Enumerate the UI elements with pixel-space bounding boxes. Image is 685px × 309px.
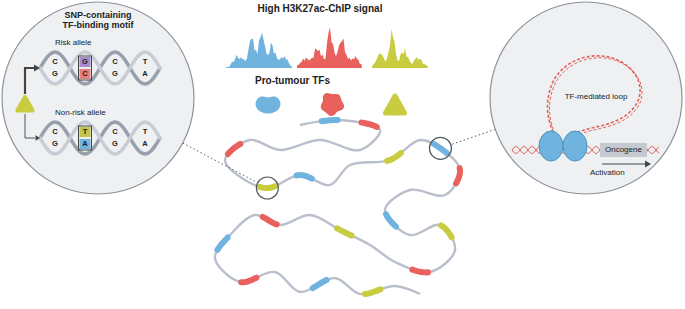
tf-shape <box>321 93 344 116</box>
binding-arrow <box>25 68 34 94</box>
base-letter: C <box>52 127 57 137</box>
chromatin-segment <box>434 144 447 153</box>
base-letter: G <box>52 139 58 149</box>
chromatin-segment <box>361 123 376 127</box>
chromatin-segment <box>441 225 452 237</box>
chromatin-segment <box>297 175 312 179</box>
tf-shape <box>563 131 587 161</box>
node-label: Activation <box>590 168 625 177</box>
chromatin-segment <box>322 120 338 121</box>
chromatin-segment <box>456 168 460 183</box>
chromatin-segment <box>337 228 351 235</box>
zoom-marker <box>256 177 278 199</box>
circle-shape <box>2 2 194 194</box>
box-shape <box>600 143 647 157</box>
base-letter: G <box>82 57 88 67</box>
base-letter: C <box>112 127 117 137</box>
tf-shape <box>17 97 32 111</box>
node-label: Risk allele <box>55 38 91 47</box>
chromatin-segment <box>386 214 396 226</box>
binding-arrow <box>25 114 35 138</box>
chromatin-segment <box>217 238 227 250</box>
base-square <box>80 139 91 149</box>
gene-box: Oncogene <box>600 143 647 157</box>
chip-signal-peak <box>372 29 428 68</box>
base-letter: A <box>142 69 147 79</box>
chromatin-segment <box>228 144 240 154</box>
base-letter: C <box>52 57 57 67</box>
chromatin-segment <box>313 280 327 288</box>
zoom-leader <box>452 129 495 144</box>
tf-shape <box>386 96 405 113</box>
circle-illustration <box>17 52 160 154</box>
snp-box <box>79 56 92 80</box>
base-letter: C <box>82 69 87 79</box>
zoom-circle: SNP-containing TF-binding motifRisk alle… <box>1 1 195 195</box>
zoom-leader <box>183 143 257 182</box>
tf-shape <box>539 131 563 161</box>
dna-loop <box>547 56 640 132</box>
zoom-marker <box>429 137 451 159</box>
dna-strand <box>40 52 160 84</box>
dna-strand <box>40 52 160 84</box>
arrow-head <box>645 160 651 167</box>
tf-shape <box>256 96 281 113</box>
zoom-circle: TF-mediated loopActivation Oncogene <box>489 1 683 195</box>
node-label: Non-risk allele <box>55 108 106 117</box>
arrow-head <box>36 135 41 140</box>
base-letter: G <box>112 69 118 79</box>
base-letter: T <box>143 127 148 137</box>
panel-heading: Pro-tumour TFs <box>255 76 330 86</box>
chromatin-fibre <box>215 120 460 294</box>
chip-signal-peak <box>226 33 292 68</box>
base-letter: A <box>82 139 87 149</box>
activation-arrow <box>602 164 645 165</box>
panel-heading: High H3K27ac-ChIP signal <box>258 4 383 14</box>
base-letter: A <box>142 139 147 149</box>
chromatin-segment <box>365 289 380 294</box>
base-letter: T <box>143 57 148 67</box>
node-label: Oncogene <box>605 145 642 154</box>
snp-box <box>79 126 92 150</box>
dna-loop <box>549 58 642 134</box>
chromatin-segment <box>263 217 277 225</box>
dna-strand <box>40 122 160 154</box>
chip-signal-peak <box>297 27 362 68</box>
arrow-head <box>34 64 40 71</box>
base-letter: G <box>52 69 58 79</box>
chromatin-segment <box>387 153 401 161</box>
chromatin-segment <box>412 270 428 273</box>
base-square <box>80 127 91 137</box>
panel-heading: SNP-containing TF-binding motif <box>59 10 137 31</box>
base-square <box>80 69 91 79</box>
chromatin-segment <box>259 186 275 188</box>
circle-illustration <box>512 56 659 168</box>
base-letter: G <box>112 139 118 149</box>
chromatin-segment <box>241 278 256 283</box>
dna-strand <box>40 122 160 154</box>
base-letter: T <box>83 127 88 137</box>
circle-shape <box>490 2 682 194</box>
node-label: TF-mediated loop <box>563 92 630 101</box>
base-square <box>80 57 91 67</box>
base-letter: C <box>112 57 117 67</box>
